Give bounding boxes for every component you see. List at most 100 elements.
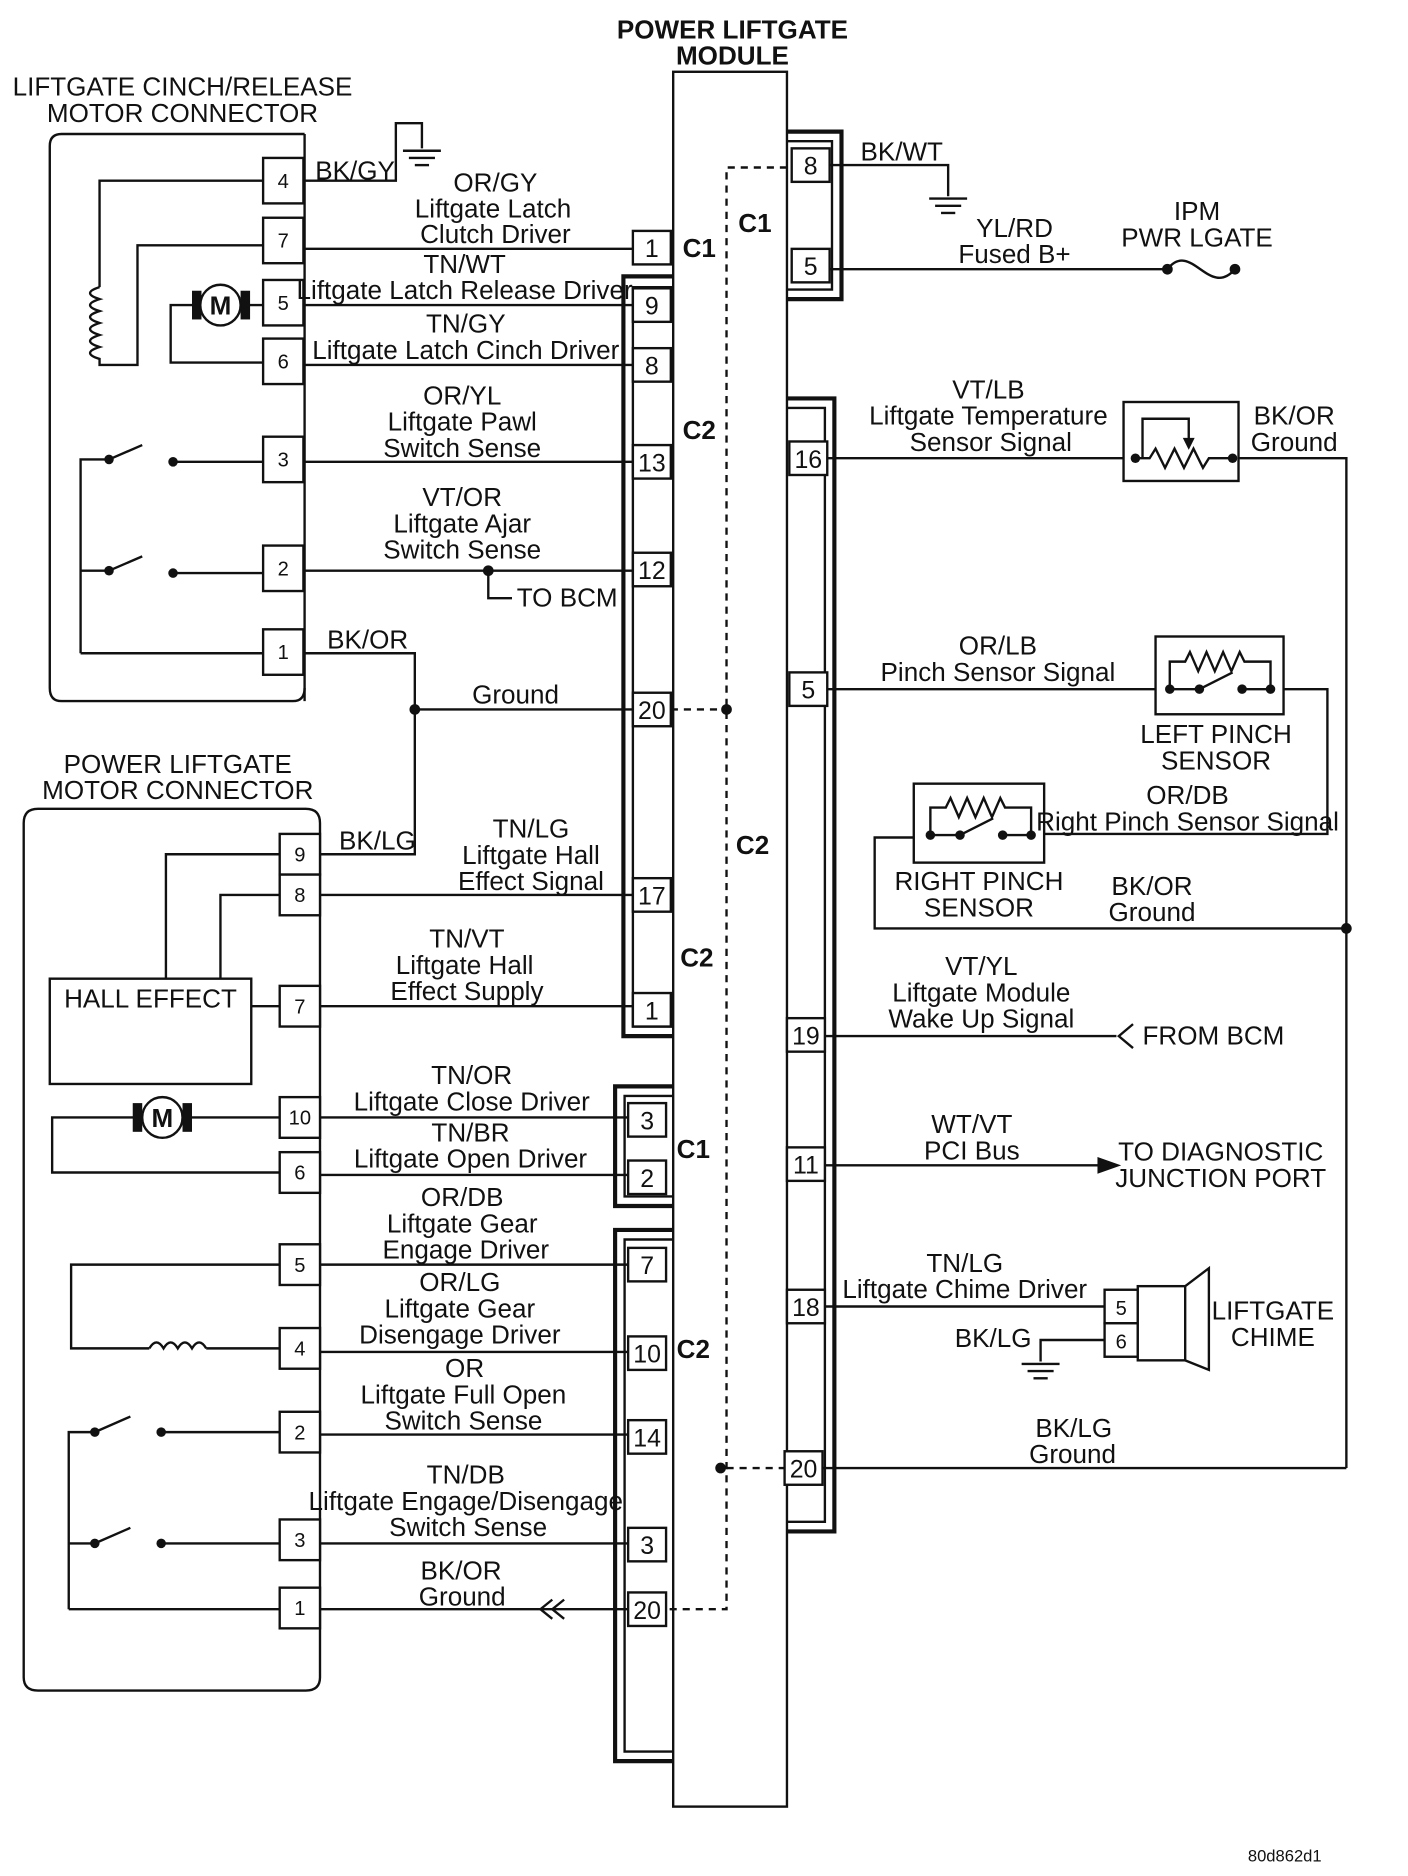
left-c1-housing: [613, 1084, 674, 1209]
svg-text:20: 20: [790, 1455, 818, 1483]
power-liftgate-motor-connector: 9 8 7 10 6 5 4 2 3 1 HALL EFFECT M: [22, 807, 322, 1692]
module-pin: 19: [785, 1016, 827, 1053]
svg-text:1: 1: [294, 1598, 305, 1620]
circuit-label: Wake Up Signal: [888, 1004, 1074, 1034]
connector-pin: 5: [278, 1243, 322, 1287]
module-pin: 20: [626, 1591, 668, 1628]
svg-text:5: 5: [278, 293, 289, 315]
wire-color-label: TN/GY: [426, 308, 506, 338]
to-bcm-label: TO BCM: [517, 582, 618, 612]
wire-color-label: TN/VT: [429, 923, 504, 953]
module-pin: 12: [631, 551, 672, 588]
pawl-switch-icon: [108, 443, 143, 461]
circuit-label: Switch Sense: [383, 535, 541, 565]
circuit-label: Liftgate Engage/Disengage: [309, 1486, 623, 1516]
svg-text:4: 4: [278, 171, 289, 193]
svg-text:18: 18: [792, 1294, 820, 1322]
module-pin: 8: [631, 346, 672, 383]
circuit-label: Ground: [1251, 427, 1338, 457]
diagram-code: 80d862d1: [1248, 1847, 1322, 1866]
from-bcm-label: FROM BCM: [1143, 1020, 1285, 1050]
svg-text:17: 17: [638, 882, 666, 910]
circuit-label: Liftgate Gear: [387, 1208, 538, 1238]
module-right-pins: 8 5 16 5 19 11 18 20: [783, 147, 831, 1486]
connector-pin: 4: [278, 1326, 322, 1370]
motor-connector-title-line2: MOTOR CONNECTOR: [42, 775, 313, 805]
chime-pin: 5: [1103, 1288, 1139, 1325]
svg-text:9: 9: [645, 293, 659, 321]
connector-label-c2: C2: [683, 415, 716, 445]
module-pin: 11: [785, 1146, 827, 1183]
connector-label-c2: C2: [677, 1334, 710, 1364]
wire-color-label: BK/LG: [1035, 1413, 1112, 1443]
right-pinch-sensor: [912, 782, 1046, 864]
svg-text:20: 20: [638, 697, 666, 725]
left-c2-housing-upper: [621, 274, 674, 1039]
wire-color-label: BK/OR: [327, 624, 408, 654]
circuit-label: Liftgate Full Open: [361, 1379, 567, 1409]
svg-text:16: 16: [794, 446, 822, 474]
module-pin: 2: [626, 1159, 668, 1196]
wire-color-label: BK/LG: [339, 825, 416, 855]
svg-text:7: 7: [294, 996, 305, 1018]
splice-dot: [1341, 923, 1352, 934]
diagnostic-port-label: JUNCTION PORT: [1115, 1163, 1326, 1193]
svg-text:2: 2: [278, 558, 289, 580]
module-title-line1: POWER LIFTGATE: [617, 14, 848, 44]
module-left-pins: 1 9 8 13 12 20 17 1 3 2 7 10 14 3 20: [626, 229, 672, 1628]
connector-pin: 2: [261, 544, 305, 593]
ground-icon: [1021, 1362, 1060, 1380]
wire-color-label: OR/DB: [1146, 780, 1229, 810]
connector-pin: 9: [278, 832, 322, 876]
connector-pin: 1: [278, 1586, 322, 1630]
left-c2-housing-lower: [613, 1227, 674, 1764]
circuit-label: Ground: [419, 1581, 506, 1611]
wire-color-label: BK/OR: [420, 1555, 501, 1585]
wire-color-label: BK/GY: [315, 155, 395, 185]
motor-connector-outline: [22, 807, 322, 1692]
wire-color-label: BK/OR: [1111, 871, 1192, 901]
internal-ground-bus: [668, 166, 787, 1611]
clutch-coil: [88, 244, 264, 367]
right-pinch-label: SENSOR: [924, 892, 1034, 922]
wire-color-label: TN/LG: [926, 1248, 1003, 1278]
svg-text:3: 3: [640, 1532, 654, 1560]
power-liftgate-module: C1 C1 C2 C2 C2 C1 C2: [613, 70, 844, 1808]
svg-text:5: 5: [801, 677, 815, 705]
circuit-label: Ground: [472, 679, 559, 709]
svg-text:8: 8: [294, 885, 305, 907]
connector-pin: 10: [278, 1095, 322, 1139]
engage-disengage-switch-icon: [94, 1526, 131, 1545]
svg-text:8: 8: [804, 153, 818, 181]
svg-text:1: 1: [645, 997, 659, 1025]
circuit-label: Liftgate Module: [892, 977, 1070, 1007]
left-pinch-sensor: [1154, 635, 1285, 716]
liftgate-motor-icon: [141, 1095, 184, 1139]
wire-color-label: BK/WT: [860, 136, 943, 166]
diagnostic-port-label: TO DIAGNOSTIC: [1118, 1136, 1323, 1166]
svg-text:M: M: [210, 291, 232, 321]
module-title-line2: MODULE: [676, 40, 789, 70]
full-open-switch-icon: [94, 1415, 131, 1434]
gear-clutch-coil: [148, 1341, 208, 1351]
svg-text:9: 9: [294, 844, 305, 866]
from-bcm-connector-icon: [1116, 1023, 1134, 1049]
right-c2-housing: [786, 396, 837, 1534]
wire-color-label: BK/OR: [1254, 401, 1335, 431]
wire-color-label: VT/OR: [422, 482, 502, 512]
svg-text:19: 19: [792, 1022, 820, 1050]
circuit-label: Liftgate Chime Driver: [842, 1274, 1087, 1304]
chime-label: CHIME: [1231, 1322, 1315, 1352]
svg-text:5: 5: [294, 1255, 305, 1277]
circuit-label: Switch Sense: [384, 1406, 542, 1436]
connector-pin: 7: [261, 216, 305, 265]
circuit-label: Fused B+: [958, 239, 1070, 269]
wire-color-label: WT/VT: [931, 1109, 1012, 1139]
connector-label-c2: C2: [736, 830, 769, 860]
svg-text:3: 3: [294, 1530, 305, 1552]
module-body: [672, 70, 789, 1808]
circuit-label: Liftgate Hall: [462, 840, 600, 870]
module-pin: 1: [631, 991, 672, 1028]
svg-text:8: 8: [645, 352, 659, 380]
svg-text:12: 12: [638, 557, 666, 585]
